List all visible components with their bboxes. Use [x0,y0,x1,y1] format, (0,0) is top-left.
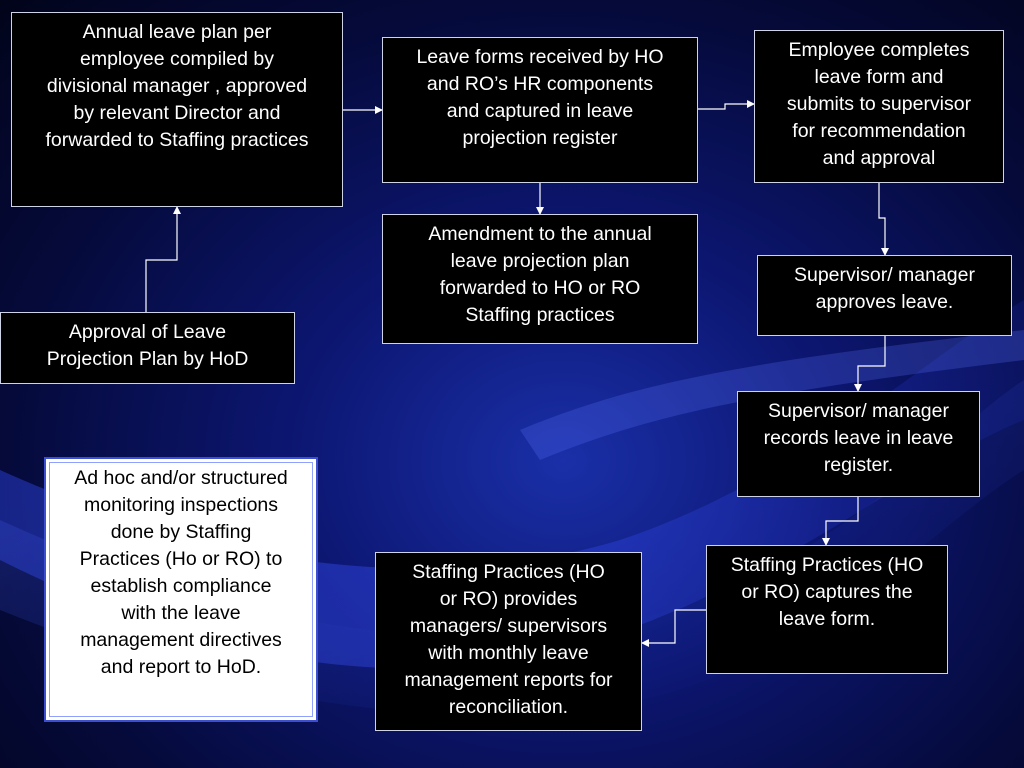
node-employee-completes-form: Employee completes leave form and submit… [754,30,1004,183]
node-hod-approval: Approval of Leave Projection Plan by HoD [0,312,295,384]
node-monthly-reports: Staffing Practices (HO or RO) provides m… [375,552,642,731]
node-annual-leave-plan: Annual leave plan per employee compiled … [11,12,343,207]
node-supervisor-approves: Supervisor/ manager approves leave. [757,255,1012,336]
node-leave-forms-received: Leave forms received by HO and RO’s HR c… [382,37,698,183]
node-monitoring-inspections: Ad hoc and/or structured monitoring insp… [44,457,318,722]
node-captures-leave-form: Staffing Practices (HO or RO) captures t… [706,545,948,674]
node-amendment-projection-plan: Amendment to the annual leave projection… [382,214,698,344]
node-supervisor-records: Supervisor/ manager records leave in lea… [737,391,980,497]
